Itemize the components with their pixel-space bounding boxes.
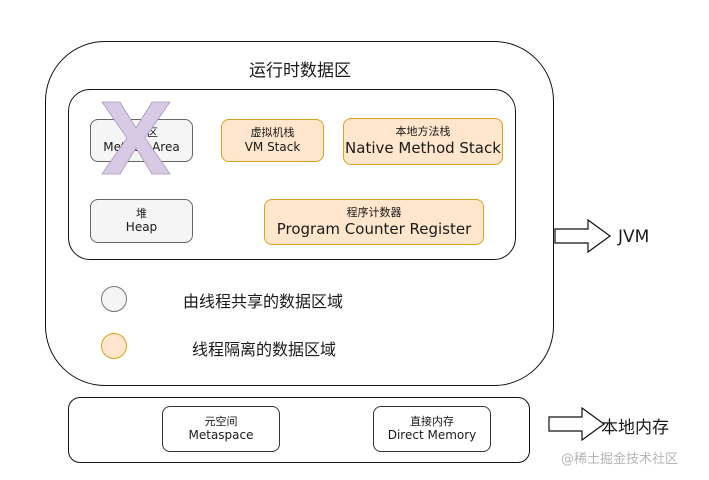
heap-en: Heap (125, 220, 158, 235)
vm-stack-node: 虚拟机栈 VM Stack (221, 119, 324, 162)
legend-shared-swatch (101, 286, 127, 312)
native-memory-arrow-icon (548, 407, 606, 441)
jvm-arrow-icon (554, 219, 612, 253)
metaspace-en: Metaspace (188, 428, 254, 443)
metaspace-node: 元空间 Metaspace (162, 406, 280, 452)
heap-node: 堆 Heap (90, 199, 193, 243)
native-method-stack-zh: 本地方法栈 (395, 125, 451, 139)
metaspace-zh: 元空间 (204, 414, 238, 428)
program-counter-node: 程序计数器 Program Counter Register (264, 199, 484, 245)
legend-isolated-swatch (101, 333, 127, 359)
native-method-stack-node: 本地方法栈 Native Method Stack (343, 118, 503, 165)
vm-stack-zh: 虚拟机栈 (250, 126, 295, 140)
runtime-data-area-title: 运行时数据区 (249, 61, 351, 81)
native-method-stack-en: Native Method Stack (345, 139, 501, 157)
program-counter-zh: 程序计数器 (346, 205, 402, 219)
legend-isolated-label: 线程隔离的数据区域 (192, 340, 337, 359)
watermark: @稀土掘金技术社区 (561, 452, 679, 467)
direct-memory-zh: 直接内存 (410, 414, 454, 428)
legend-shared-label: 由线程共享的数据区域 (183, 292, 344, 311)
direct-memory-node: 直接内存 Direct Memory (373, 406, 491, 452)
direct-memory-en: Direct Memory (387, 428, 477, 443)
native-memory-label: 本地内存 (601, 418, 669, 438)
heap-zh: 堆 (136, 206, 147, 220)
vm-stack-en: VM Stack (244, 139, 301, 154)
strike-x-icon (101, 101, 171, 175)
program-counter-en: Program Counter Register (276, 219, 472, 238)
jvm-label: JVM (618, 227, 650, 247)
